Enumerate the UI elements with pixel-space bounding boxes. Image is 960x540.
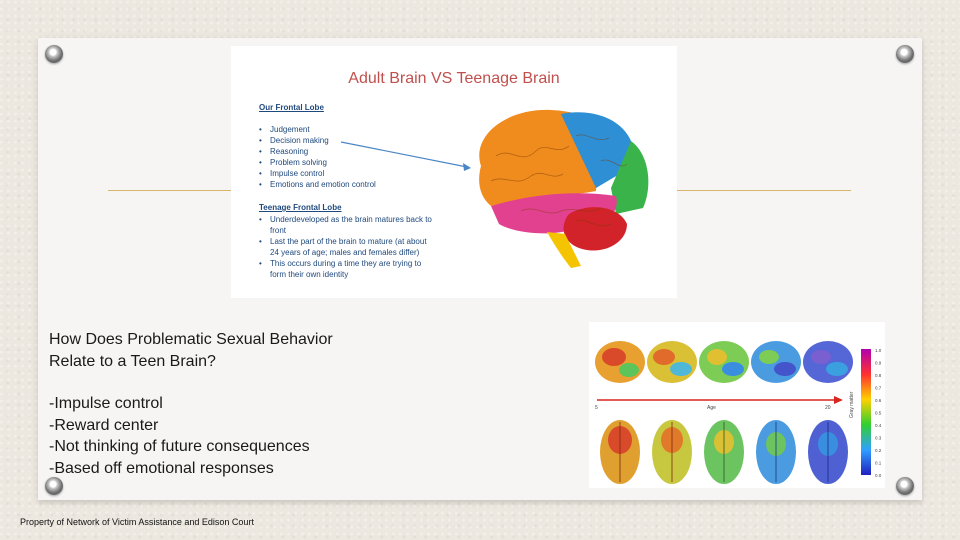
age-axis-label: Age <box>707 405 716 411</box>
list-item: -Based off emotional responses <box>49 460 274 478</box>
list-item: This occurs during a time they are tryin… <box>259 258 435 280</box>
age-axis-start: 5 <box>595 405 598 411</box>
pushpin-icon <box>45 45 63 63</box>
colorbar-tick-label: 0.2 <box>875 448 882 453</box>
list-item: -Impulse control <box>49 395 163 412</box>
list-item: Impulse control <box>259 168 376 179</box>
figure-title: Adult Brain VS Teenage Brain <box>348 70 560 87</box>
brain-development-figure: 5 Age 20 Gray matter 1.0 0.9 0.8 0.7 0.6 0.5 0… <box>589 322 885 488</box>
list-item: Underdeveloped as the brain matures back… <box>259 214 435 236</box>
key-points-list: -Impulse control -Reward center -Not thi… <box>49 393 310 480</box>
title-divider-right <box>676 190 851 191</box>
gray-matter-colorbar <box>861 349 871 475</box>
adult-vs-teen-brain-figure: Adult Brain VS Teenage Brain Our Frontal… <box>231 46 677 298</box>
colorbar-label: Gray matter <box>849 391 855 418</box>
list-item: Judgement <box>259 124 376 135</box>
colorbar-tick-label: 0.3 <box>875 436 882 441</box>
list-item: Problem solving <box>259 157 376 168</box>
list-item: Last the part of the brain to mature (at… <box>259 236 435 258</box>
pointer-arrow <box>340 141 471 171</box>
pushpin-icon <box>896 477 914 495</box>
list-item: Decision making <box>259 135 376 146</box>
colorbar-tick-label: 0.6 <box>875 398 882 403</box>
list-item: Reasoning <box>259 146 376 157</box>
age-axis-end: 20 <box>825 405 831 411</box>
list-item: Emotions and emotion control <box>259 179 376 190</box>
colorbar-tick-label: 0.1 <box>875 461 882 466</box>
colorbar-tick-label: 0.0 <box>875 473 882 478</box>
list-item: -Reward center <box>49 416 159 434</box>
gray-matter-maps: 5 Age 20 Gray matter 1.0 0.9 0.8 0.7 0.6 0.5 0… <box>595 341 882 484</box>
slide-heading-line: How Does Problematic Sexual Behavior <box>49 331 333 348</box>
colorbar-tick-label: 1.0 <box>875 348 882 353</box>
colorbar-tick-label: 0.5 <box>875 411 882 416</box>
top-view-brain-row <box>600 420 848 484</box>
teen-frontal-lobe-list: Underdeveloped as the brain matures back… <box>259 214 435 280</box>
footer-credit: Property of Network of Victim Assistance… <box>20 517 254 527</box>
frontal-lobe-heading: Our Frontal Lobe <box>259 103 324 112</box>
pushpin-icon <box>896 45 914 63</box>
colorbar-tick-label: 0.7 <box>875 386 882 391</box>
colorbar-tick-label: 0.8 <box>875 373 882 378</box>
slide-heading-line: Relate to a Teen Brain? <box>49 353 216 370</box>
frontal-lobe-list: Judgement Decision making Reasoning Prob… <box>259 124 376 190</box>
title-divider-left <box>108 190 232 191</box>
brain-lobes-illustration <box>479 109 649 268</box>
colorbar-tick-label: 0.9 <box>875 361 882 366</box>
colorbar-ticks: 1.0 0.9 0.8 0.7 0.6 0.5 0.4 0.3 0.2 0.1 0.0 <box>875 348 882 478</box>
pushpin-icon <box>45 477 63 495</box>
teen-frontal-lobe-heading: Teenage Frontal Lobe <box>259 203 342 212</box>
lateral-brain-row <box>595 341 853 383</box>
slide-heading: How Does Problematic Sexual Behavior Rel… <box>49 329 409 373</box>
list-item: -Not thinking of future consequences <box>49 438 310 456</box>
colorbar-tick-label: 0.4 <box>875 423 882 428</box>
